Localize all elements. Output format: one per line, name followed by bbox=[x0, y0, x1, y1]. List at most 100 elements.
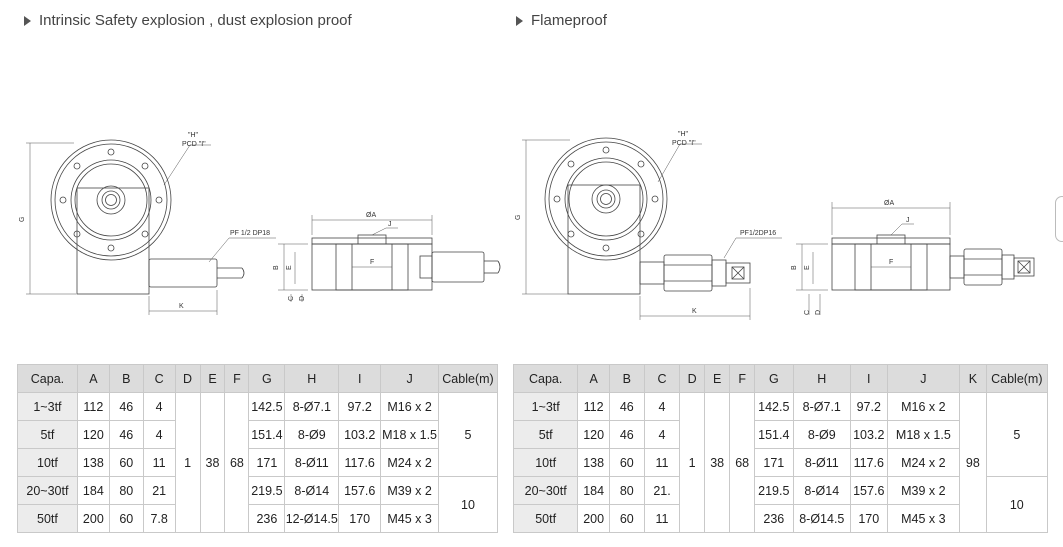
table-cell: 20~30tf bbox=[512, 476, 579, 505]
table-cell: 1~3tf bbox=[512, 392, 579, 421]
table-cell: 20~30tf bbox=[17, 476, 78, 505]
table-cell: 5tf bbox=[512, 420, 579, 449]
table-cell-cable: 10 bbox=[985, 476, 1049, 533]
section-title-text: Intrinsic Safety explosion , dust explos… bbox=[39, 12, 352, 29]
dim-label-c: C bbox=[288, 296, 295, 301]
col-header: A bbox=[76, 364, 110, 393]
table-cell: M18 x 1.5 bbox=[886, 420, 961, 449]
table-row: 5tf 120 46 4 151.4 8-Ø9 103.2 M18 x 1.5 bbox=[17, 420, 498, 449]
table-cell: 142.5 bbox=[248, 392, 286, 421]
table-cell: 120 bbox=[577, 420, 610, 449]
table-cell: 138 bbox=[577, 448, 610, 477]
table-cell: 112 bbox=[577, 392, 610, 421]
dim-label-oa: ØA bbox=[884, 200, 894, 207]
col-header: I bbox=[849, 364, 888, 393]
table-cell: 21. bbox=[643, 476, 681, 505]
dim-label-b: B bbox=[791, 265, 798, 270]
table-cell: 236 bbox=[248, 504, 286, 533]
table-cell: 8-Ø9 bbox=[284, 420, 340, 449]
table-cell: 10tf bbox=[17, 448, 78, 477]
table-cell: 5tf bbox=[17, 420, 78, 449]
table-cell: 46 bbox=[608, 392, 645, 421]
table-cell: 151.4 bbox=[753, 420, 794, 449]
col-header: D bbox=[174, 364, 201, 393]
dim-label-e: E bbox=[286, 265, 293, 270]
col-header: C bbox=[142, 364, 176, 393]
table-cell: 138 bbox=[76, 448, 110, 477]
table-row: 50tf 200 60 11 236 8-Ø14.5 170 M45 x 3 bbox=[512, 504, 1048, 533]
table-cell: 103.2 bbox=[849, 420, 888, 449]
table-cell: 8-Ø7.1 bbox=[792, 392, 851, 421]
table-cell: 11 bbox=[643, 448, 681, 477]
dim-label-b: B bbox=[273, 265, 280, 270]
table-row: 20~30tf 184 80 21. 219.5 8-Ø14 157.6 M39… bbox=[512, 476, 1049, 533]
table-row: 10tf 138 60 11 171 8-Ø11 117.6 M24 x 2 bbox=[17, 448, 498, 477]
table-cell: 184 bbox=[76, 476, 110, 505]
col-header: E bbox=[199, 364, 226, 393]
table-cell: 12-Ø14.5 bbox=[284, 504, 340, 533]
table-cell: 219.5 bbox=[248, 476, 286, 505]
table-cell: 4 bbox=[142, 420, 176, 449]
table-cell: 171 bbox=[753, 448, 794, 477]
col-header: H bbox=[284, 364, 340, 393]
drawing-intrinsic-safety: G K "H" PCD "I" PF 1/2 DP18 ØA J F B E C… bbox=[19, 132, 501, 315]
table-cell: 21 bbox=[142, 476, 176, 505]
table-cell: 46 bbox=[608, 420, 645, 449]
dim-label-c: C bbox=[804, 310, 811, 315]
table-cell: 219.5 bbox=[753, 476, 794, 505]
table-cell: 170 bbox=[338, 504, 382, 533]
section-title-text: Flameproof bbox=[531, 12, 607, 29]
table-cell: 117.6 bbox=[849, 448, 888, 477]
table-cell-e: 38 bbox=[199, 392, 226, 533]
table-cell: 8-Ø14 bbox=[284, 476, 340, 505]
table-cell: 46 bbox=[108, 420, 144, 449]
col-header: C bbox=[643, 364, 681, 393]
table-row: 20~30tf 184 80 21 219.5 8-Ø14 157.6 M39 … bbox=[17, 476, 499, 533]
col-header: J bbox=[380, 364, 439, 393]
dim-label-g: G bbox=[515, 215, 522, 220]
dim-label-g: G bbox=[19, 217, 26, 222]
table-cell: 200 bbox=[76, 504, 110, 533]
table-header-row: Capa. A B C D E F G H I J K Cable(m) bbox=[512, 364, 1049, 393]
dim-label-d: D bbox=[815, 310, 822, 315]
table-cell: 7.8 bbox=[142, 504, 176, 533]
table-cell: 10tf bbox=[512, 448, 579, 477]
col-header: G bbox=[753, 364, 794, 393]
table-cell-d: 1 bbox=[679, 392, 705, 533]
table-cell-d: 1 bbox=[174, 392, 201, 533]
label-h: "H" bbox=[188, 132, 199, 139]
table-cell-e: 38 bbox=[703, 392, 731, 533]
label-pf: PF1/2DP16 bbox=[740, 230, 776, 237]
table-cell: 11 bbox=[643, 504, 681, 533]
col-header: E bbox=[703, 364, 731, 393]
table-cell: 46 bbox=[108, 392, 144, 421]
table-row: 1~3tf 112 46 4 1 38 68 142.5 8-Ø7.1 97.2… bbox=[17, 392, 499, 533]
table-cell-cable: 10 bbox=[437, 476, 499, 533]
table-cell: 11 bbox=[142, 448, 176, 477]
table-cell: 184 bbox=[577, 476, 610, 505]
label-pcd: PCD "I" bbox=[182, 141, 206, 148]
table-cell: 103.2 bbox=[338, 420, 382, 449]
spec-table-flameproof: Capa. A B C D E F G H I J K Cable(m) 1~3… bbox=[512, 364, 1049, 533]
section-title-flameproof: Flameproof bbox=[516, 12, 607, 29]
triangle-bullet-icon bbox=[516, 15, 523, 26]
table-cell: 50tf bbox=[17, 504, 78, 533]
col-header: A bbox=[577, 364, 610, 393]
table-cell: 151.4 bbox=[248, 420, 286, 449]
table-cell: M45 x 3 bbox=[380, 504, 439, 533]
label-pcd: PCD "I" bbox=[672, 140, 696, 147]
section-title-intrinsic-safety: Intrinsic Safety explosion , dust explos… bbox=[24, 12, 352, 29]
dim-label-j: J bbox=[906, 217, 910, 224]
table-cell: 170 bbox=[849, 504, 888, 533]
table-cell: 8-Ø14 bbox=[792, 476, 851, 505]
col-header: G bbox=[248, 364, 286, 393]
table-cell: 1~3tf bbox=[17, 392, 78, 421]
table-cell: M24 x 2 bbox=[886, 448, 961, 477]
table-cell: 171 bbox=[248, 448, 286, 477]
table-cell: 50tf bbox=[512, 504, 579, 533]
dim-label-f: F bbox=[370, 259, 374, 266]
col-header: F bbox=[224, 364, 250, 393]
scroll-edge-handle bbox=[1055, 196, 1063, 242]
table-cell: 8-Ø9 bbox=[792, 420, 851, 449]
col-header: Capa. bbox=[17, 364, 78, 393]
